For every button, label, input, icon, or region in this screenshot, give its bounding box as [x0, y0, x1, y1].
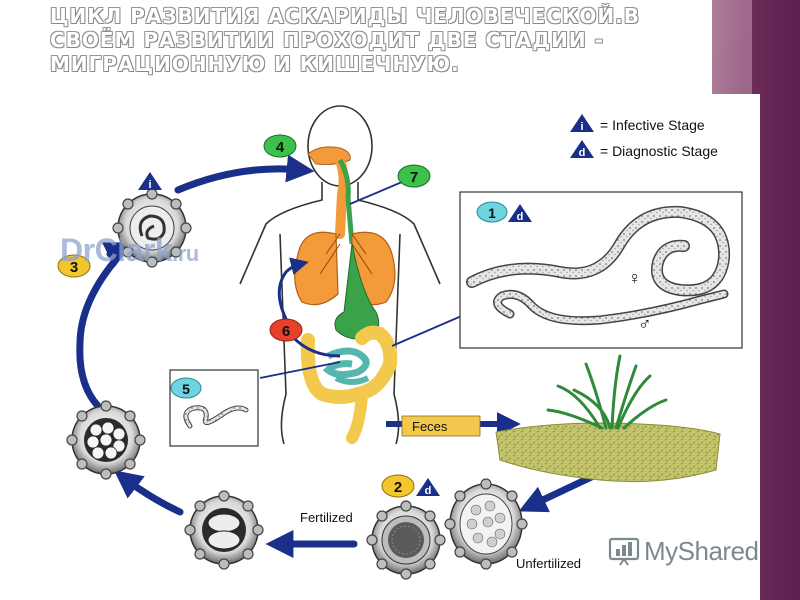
- infective-stage-marker: i: [138, 172, 162, 191]
- svg-text:d: d: [425, 485, 432, 497]
- arrow-segment-left-lower: [76, 340, 102, 410]
- diagnostic-stage-marker-worms: d: [508, 204, 532, 223]
- soil-and-grass: [495, 354, 721, 483]
- pointer-step-5: [259, 361, 341, 379]
- page-title: Цикл развития аскариды человеческой.В св…: [50, 4, 640, 76]
- step-badge-5: 5: [170, 377, 202, 399]
- rectum: [346, 388, 368, 444]
- male-symbol: ♂: [638, 314, 652, 334]
- egg-fertilized: [366, 500, 446, 580]
- diagnostic-stage-marker-eggs: d: [416, 478, 440, 497]
- torso-outline: [279, 233, 401, 445]
- step-badge-3: 3: [57, 254, 91, 278]
- internal-organs: [294, 146, 398, 444]
- egg-cleavage: [184, 490, 264, 570]
- svg-text:i: i: [580, 121, 583, 133]
- myshared-watermark-text: MyShared: [644, 535, 759, 566]
- drclark-watermark: DrClark.ru: [60, 232, 199, 269]
- female-symbol: ♀: [628, 268, 642, 288]
- step-badge-2: 2: [381, 474, 415, 498]
- small-intestine: [322, 347, 370, 379]
- drclark-watermark-main: DrClark: [60, 232, 173, 268]
- esophagus: [337, 158, 355, 245]
- step-badge-7: 7: [397, 164, 431, 188]
- egg-embryonated: [66, 400, 146, 480]
- svg-text:4: 4: [276, 139, 285, 156]
- svg-text:7: 7: [410, 169, 418, 186]
- bronchi: [319, 233, 373, 275]
- unfertilized-label: Unfertilized: [516, 556, 581, 571]
- feces-label: Feces: [412, 419, 448, 434]
- step-badge-6: 6: [269, 318, 303, 342]
- pointer-step-7: [349, 181, 403, 205]
- arrow-segment-left-upper: [76, 258, 118, 348]
- legend: i = Infective Stage d = Diagnostic Stage: [570, 114, 718, 159]
- svg-text:1: 1: [488, 205, 496, 221]
- ascaris-life-cycle-diagram: ♀ ♂ 4 7 3: [40, 94, 760, 600]
- arrow-left-to-infective-egg: [101, 242, 134, 268]
- egg-infective: [112, 188, 192, 268]
- myshared-logo-icon: [608, 537, 640, 566]
- left-lung: [294, 231, 339, 306]
- life-cycle-svg: ♀ ♂ 4 7 3: [57, 105, 743, 580]
- adult-worms-panel: ♀ ♂: [459, 191, 743, 349]
- myshared-watermark: MyShared: [608, 536, 759, 566]
- fertilized-label: Fertilized: [300, 510, 353, 525]
- svg-text:2: 2: [394, 479, 402, 496]
- step-badge-1: 1: [476, 201, 508, 223]
- svg-text:i: i: [148, 179, 151, 191]
- svg-text:d: d: [517, 211, 524, 223]
- arrow-egg-to-mouth: [174, 154, 315, 194]
- svg-text:d: d: [579, 147, 586, 159]
- grass: [546, 354, 668, 430]
- small-intestine-loop: [334, 375, 370, 385]
- step-badge-4: 4: [263, 134, 297, 158]
- svg-text:3: 3: [70, 259, 78, 276]
- legend-diagnostic: d = Diagnostic Stage: [570, 140, 718, 159]
- arrow-to-embryonated-egg: [114, 470, 184, 516]
- legend-infective: i = Infective Stage: [570, 114, 705, 133]
- svg-text:5: 5: [182, 381, 190, 397]
- arrow-migration-to-lungs: [277, 257, 309, 331]
- legend-diagnostic-label: = Diagnostic Stage: [600, 143, 718, 159]
- feces-label-group: Feces: [401, 415, 481, 437]
- egg-unfertilized: [444, 478, 528, 570]
- drclark-watermark-suffix: .ru: [172, 241, 199, 266]
- svg-text:6: 6: [282, 323, 290, 340]
- large-intestine: [300, 325, 398, 404]
- soil: [495, 422, 721, 483]
- legend-infective-label: = Infective Stage: [600, 117, 705, 133]
